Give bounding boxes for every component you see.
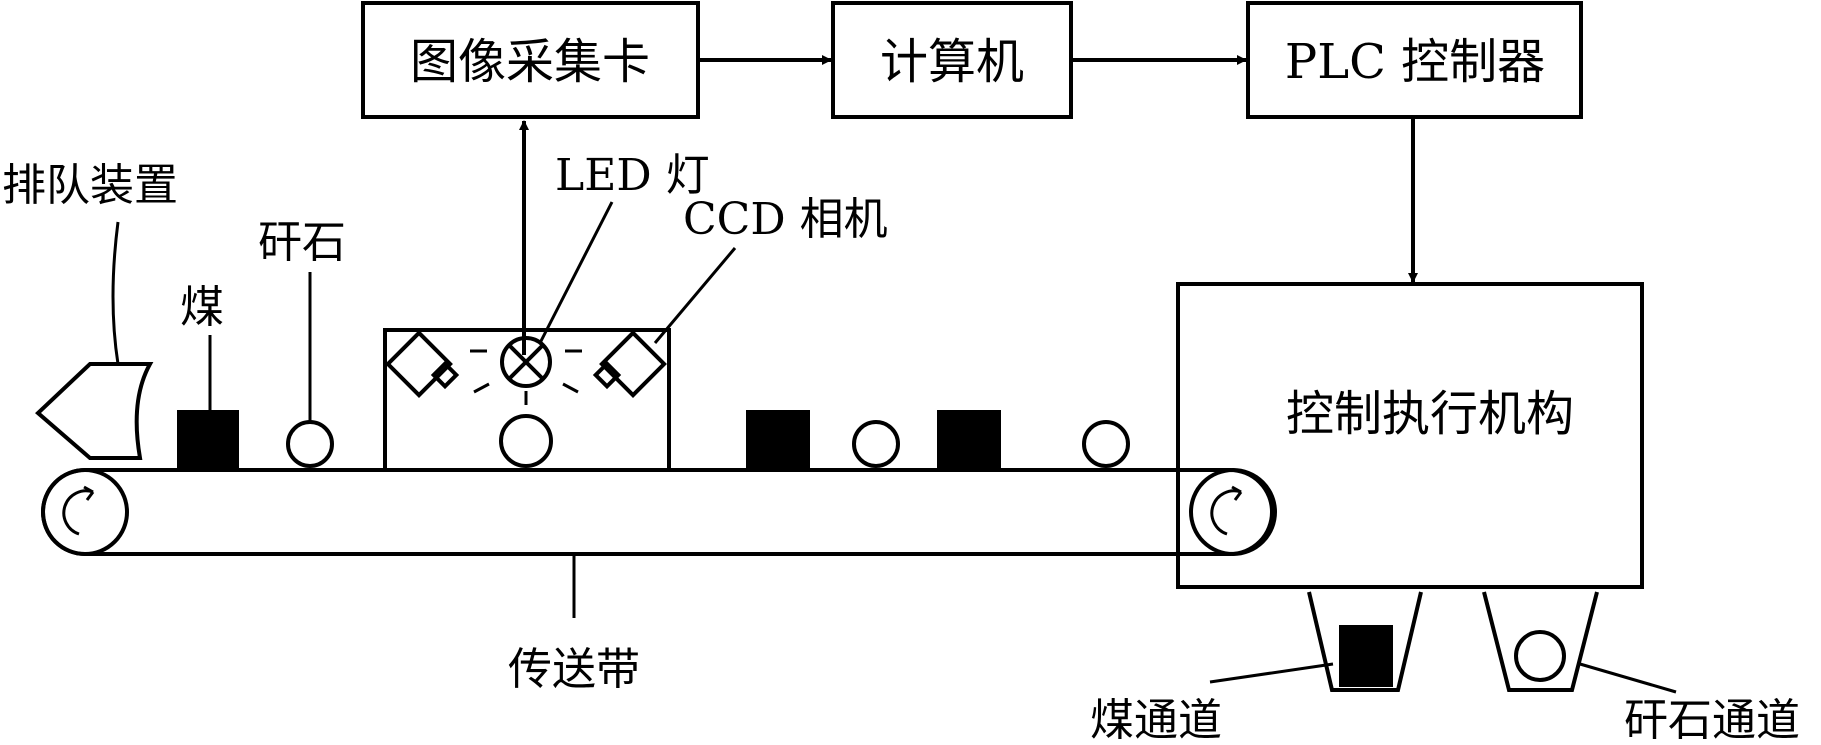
gangue-stone <box>852 420 900 468</box>
queuing-device <box>35 362 154 460</box>
coal-block <box>746 410 810 470</box>
computer-label: 计算机 <box>880 34 1024 90</box>
coal-channel-hopper <box>1307 591 1423 692</box>
coal-label: 煤 <box>180 282 224 333</box>
conveyor-belt <box>41 468 1274 556</box>
gangue-stone <box>1082 420 1130 468</box>
coal-block <box>1339 625 1393 687</box>
gangue-channel-label: 矸石通道 <box>1624 695 1800 745</box>
gangue-channel-leader <box>1579 662 1677 694</box>
queuing-device-label: 排队装置 <box>2 160 178 211</box>
led-light-label: LED 灯 <box>555 150 710 201</box>
coal-channel-leader <box>1209 662 1334 684</box>
gangue-stone <box>499 414 553 468</box>
coal-block <box>177 410 239 470</box>
ccd-camera-label: CCD 相机 <box>683 194 888 245</box>
left-roller <box>41 468 129 556</box>
acquisition-card-label: 图像采集卡 <box>410 34 650 90</box>
queuing-device-leader <box>111 221 120 365</box>
coal-channel-label: 煤通道 <box>1090 695 1222 745</box>
coal-block <box>937 410 1001 470</box>
actuator-box <box>1176 282 1644 589</box>
imaging-enclosure <box>383 328 671 472</box>
ccd-camera-left-icon <box>385 330 460 398</box>
led-light-leader <box>538 201 614 344</box>
ccd-camera-right-icon <box>592 330 667 398</box>
gangue-stone <box>1514 630 1566 682</box>
actuator-label: 控制执行机构 <box>1286 386 1574 442</box>
conveyor-label: 传送带 <box>508 644 640 695</box>
ccd-camera-leader <box>653 247 737 344</box>
gangue-channel-hopper <box>1482 591 1599 692</box>
led-light-icon <box>470 336 582 405</box>
gangue-stone <box>286 420 334 468</box>
gangue-label: 矸石 <box>258 217 346 268</box>
right-roller <box>1189 468 1277 556</box>
plc-label: PLC 控制器 <box>1285 34 1545 90</box>
